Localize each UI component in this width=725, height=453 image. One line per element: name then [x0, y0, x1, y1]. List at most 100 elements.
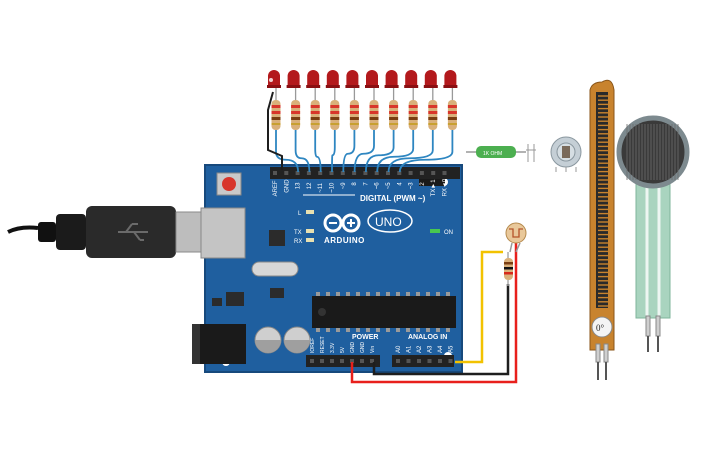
- flex-sensor[interactable]: 0°: [589, 79, 615, 380]
- power-pin-label: 5V: [340, 346, 346, 353]
- led-resistor-5[interactable]: [349, 100, 359, 130]
- voltage-regulator: [226, 292, 244, 306]
- led-rx: [306, 238, 314, 242]
- header-hole[interactable]: [438, 359, 442, 363]
- header-hole[interactable]: [340, 359, 344, 363]
- analog-header[interactable]: [392, 355, 454, 367]
- chip-pin: [426, 328, 430, 332]
- header-hole[interactable]: [284, 171, 289, 175]
- on-label: ON: [444, 230, 453, 236]
- header-hole[interactable]: [406, 359, 411, 363]
- header-hole[interactable]: [273, 171, 277, 175]
- header-hole[interactable]: [397, 171, 402, 175]
- wire-blue-led-10[interactable]: [398, 130, 454, 173]
- chip-pin: [366, 292, 370, 296]
- led-resistor-3[interactable]: [310, 100, 320, 130]
- led-resistor-6[interactable]: [369, 100, 379, 130]
- digital-pin-label: 4: [397, 182, 403, 186]
- header-hole[interactable]: [340, 171, 345, 175]
- header-hole[interactable]: [374, 171, 379, 175]
- wire-red-5v[interactable]: [350, 240, 518, 384]
- arduino-logo: ARDUINO: [323, 213, 364, 245]
- reset-button[interactable]: [216, 172, 242, 196]
- led-9[interactable]: [423, 70, 438, 100]
- wire-blue-led-4[interactable]: [331, 130, 336, 173]
- led-8[interactable]: [404, 70, 419, 100]
- wire-blue-led-7[interactable]: [365, 130, 395, 173]
- header-hole[interactable]: [363, 171, 368, 175]
- header-hole[interactable]: [396, 359, 400, 363]
- digital-header-label: DIGITAL (PWM ~): [360, 194, 426, 203]
- photoresistor[interactable]: [505, 222, 527, 253]
- wire-blue-led-5[interactable]: [342, 130, 356, 173]
- header-hole[interactable]: [386, 171, 390, 175]
- header-hole[interactable]: [360, 359, 364, 363]
- digital-pin-label: 8: [352, 182, 358, 186]
- header-hole[interactable]: [310, 359, 314, 363]
- chip-pin: [436, 292, 440, 296]
- force-sensor[interactable]: [616, 115, 690, 352]
- wire-blue-led-9[interactable]: [387, 130, 434, 173]
- header-hole[interactable]: [408, 171, 413, 175]
- tilt-sensor[interactable]: [526, 144, 536, 162]
- led-1[interactable]: [267, 70, 281, 100]
- chip-pin: [446, 328, 450, 332]
- header-hole[interactable]: [352, 171, 357, 175]
- header-hole[interactable]: [419, 171, 424, 175]
- capacitor-smd: [212, 298, 222, 306]
- led-3[interactable]: [306, 70, 321, 100]
- led-10[interactable]: [443, 70, 458, 100]
- led-2[interactable]: [286, 70, 301, 100]
- wire-blue-led-6[interactable]: [353, 130, 375, 173]
- header-hole[interactable]: [330, 359, 334, 363]
- led-resistor-9[interactable]: [428, 100, 438, 130]
- wire-blue-led-2[interactable]: [294, 130, 311, 173]
- header-hole[interactable]: [306, 171, 311, 175]
- header-hole[interactable]: [431, 171, 436, 175]
- header-hole[interactable]: [427, 359, 432, 363]
- led-resistor-4[interactable]: [330, 100, 340, 130]
- header-hole[interactable]: [295, 171, 300, 175]
- header-hole[interactable]: [318, 171, 323, 175]
- power-led: [430, 229, 440, 233]
- header-hole[interactable]: [370, 359, 374, 363]
- header-hole[interactable]: [417, 359, 421, 363]
- chip-pin: [356, 328, 360, 332]
- capacitor-left: [254, 326, 282, 354]
- led-resistor-7[interactable]: [389, 100, 399, 130]
- dc-power-jack[interactable]: [192, 324, 246, 364]
- header-hole[interactable]: [448, 359, 453, 363]
- wire-black-gnd[interactable]: [372, 284, 510, 376]
- led-6[interactable]: [365, 70, 379, 100]
- power-pin-label: GND: [350, 342, 356, 354]
- led-resistor-2[interactable]: [291, 100, 301, 130]
- led-4[interactable]: [325, 70, 340, 100]
- chip-pin: [336, 292, 340, 296]
- header-hole[interactable]: [350, 359, 354, 363]
- digital-pin-label: ~9: [341, 182, 347, 190]
- digital-pin-label: ~6: [375, 182, 381, 190]
- led-7[interactable]: [384, 70, 399, 100]
- uno-badge: UNO: [367, 209, 413, 233]
- chip-pin: [356, 292, 360, 296]
- header-hole[interactable]: [329, 171, 334, 175]
- wire-black-led-gnd[interactable]: [267, 91, 283, 170]
- divider-resistor[interactable]: [504, 252, 513, 286]
- wire-yellow-a5[interactable]: [455, 250, 503, 364]
- led-tx: [306, 229, 314, 233]
- led-5[interactable]: [345, 70, 360, 100]
- potentiometer[interactable]: [550, 136, 582, 172]
- header-hole[interactable]: [320, 359, 324, 363]
- led-resistor-10[interactable]: [447, 100, 457, 130]
- wire-blue-led-8[interactable]: [376, 130, 415, 173]
- led-resistor-8[interactable]: [408, 100, 418, 130]
- wire-blue-led-3[interactable]: [314, 130, 322, 173]
- usb-strain-relief: [38, 222, 56, 242]
- chip-pin: [346, 292, 350, 296]
- green-resistor[interactable]: 1K OHM: [466, 146, 526, 158]
- header-hole[interactable]: [442, 171, 447, 175]
- led-resistor-1[interactable]: [271, 100, 281, 130]
